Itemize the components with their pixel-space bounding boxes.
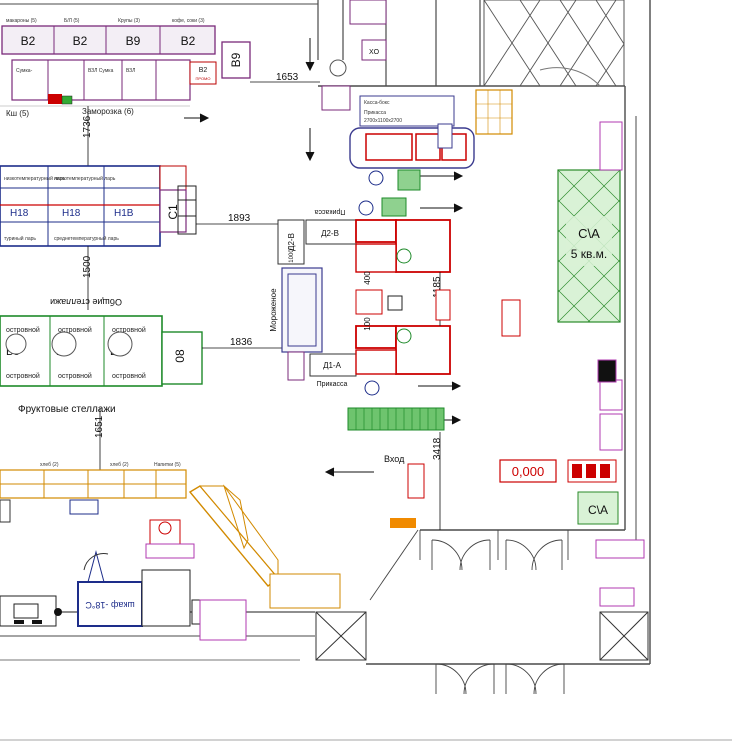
svg-text:хлеб (2): хлеб (2) [110, 462, 129, 468]
morozhenoe-label: Мороженое [269, 288, 278, 332]
cna-small: C\A [577, 491, 619, 525]
cna-label: C\A [578, 226, 600, 241]
svg-text:Б/Л (5): Б/Л (5) [64, 18, 80, 24]
cell-b9-side: B9 [229, 52, 243, 67]
dim-1500: 1500 [82, 246, 93, 310]
svg-text:островной: островной [112, 372, 146, 380]
cell-h18-1: H18 [10, 208, 29, 219]
staircase [483, 0, 625, 87]
cna-zone: C\A 5 кв.м. [557, 169, 621, 323]
svg-text:08: 08 [173, 349, 187, 363]
svg-text:1500: 1500 [82, 255, 93, 278]
dim-1651: 1651 [94, 408, 105, 470]
prikassa-top: Прикасса [314, 208, 345, 215]
checkout-d1a: Д1-А [323, 361, 342, 370]
top-shelf-row: B2 B2 B9 B2 B9 макароны (5) Б/Л (5) Крупы … [1, 18, 251, 79]
svg-text:кофе, соки (3): кофе, соки (3) [172, 18, 205, 24]
counter-display: 0,000 [499, 459, 617, 483]
svg-text:островной: островной [6, 326, 40, 334]
svg-text:среднетемпературный ларь: среднетемпературный ларь [54, 235, 119, 242]
svg-text:1893: 1893 [228, 213, 251, 224]
svg-text:1653: 1653 [276, 72, 299, 83]
svg-text:островной: островной [58, 326, 92, 334]
svg-text:Касса-бокс: Касса-бокс [364, 100, 390, 106]
svg-text:C1: C1 [166, 204, 180, 220]
ice-cream-zone: Д2-В 1000 Д2-В Прикасса Мороженое Д1-А П… [269, 208, 357, 388]
svg-text:ПРОМО: ПРОМО [195, 76, 210, 81]
cell-b2-1: B2 [21, 34, 36, 48]
dim-1836: 1836 [202, 337, 282, 349]
cell-b9: B9 [126, 34, 141, 48]
red-tag-3 [435, 289, 451, 321]
svg-text:Напитки (5): Напитки (5) [154, 462, 181, 468]
red-tag-1 [501, 299, 521, 337]
svg-text:2700x1100x2700: 2700x1100x2700 [364, 118, 402, 124]
svg-text:1000: 1000 [289, 249, 295, 263]
produce-islands: островной островной островной B8 B8 B8 о… [0, 315, 203, 387]
orange-sign [390, 518, 416, 528]
svg-text:островной: островной [6, 372, 40, 380]
cna-area: 5 кв.м. [571, 247, 608, 261]
svg-text:низкотемпературный ларь: низкотемпературный ларь [54, 175, 116, 182]
kasha-label: Кш (5) [6, 109, 29, 118]
xo-label: XO [369, 49, 380, 56]
svg-text:островной: островной [58, 372, 92, 380]
svg-text:ВЗЛ: ВЗЛ [126, 68, 135, 74]
prikassa-bottom: Прикасса [317, 381, 348, 388]
cell-b2-3: B2 [181, 34, 196, 48]
freezer-row-top: Сумка- ВЗЛ Сумка ВЗЛ B2 ПРОМО Кш (5) Замор… [0, 59, 217, 118]
cart-bays [347, 169, 445, 431]
freezer-island: H18 H18 H1B низкотемпературный ларьнизко… [0, 165, 187, 247]
red-tag-2 [407, 463, 425, 499]
svg-text:1651: 1651 [94, 415, 105, 438]
c1-rack: C1 [159, 185, 197, 235]
svg-text:400: 400 [363, 271, 372, 285]
svg-text:100: 100 [363, 317, 372, 331]
svg-text:3418: 3418 [432, 437, 443, 460]
counter-value: 0,000 [512, 464, 545, 479]
cell-h1b: H1B [114, 208, 134, 219]
bottom-shelving: хлеб (2) хлеб (2) Напитки (5) шкаф -18°С [0, 462, 341, 641]
svg-text:Прикасса: Прикасса [364, 110, 386, 116]
svg-text:островной: островной [112, 326, 146, 334]
right-side-fixtures [595, 121, 645, 607]
flow-arrows [184, 38, 464, 477]
svg-text:ВЗЛ Сумка: ВЗЛ Сумка [88, 68, 114, 74]
dim-3418: 3418 [432, 432, 443, 530]
freezer-shelf-label: шкаф -18°С [85, 600, 135, 610]
checkout-d2b: Д2-В [321, 229, 339, 238]
svg-text:хлеб (2): хлеб (2) [40, 462, 59, 468]
top-small-fixtures [349, 0, 453, 149]
dim-1893: 1893 [196, 213, 280, 225]
svg-text:макароны (5): макароны (5) [6, 18, 37, 24]
dim-1185: 1185 [432, 276, 443, 298]
dim-1736: 1736 [82, 106, 93, 168]
cell-h18-2: H18 [62, 208, 81, 219]
red-marker [48, 94, 62, 104]
svg-text:C\A: C\A [588, 503, 608, 517]
checkout-lanes: 100 400 1185 [355, 219, 451, 375]
svg-text:Сумка-: Сумка- [16, 68, 33, 74]
entrance-label: Вход [384, 454, 405, 464]
cell-b2-promo: B2 [199, 67, 208, 74]
cell-b2-2: B2 [73, 34, 88, 48]
svg-text:туриный ларь: туриный ларь [4, 235, 36, 242]
entrance-doors [369, 529, 569, 695]
svg-text:Д2-В: Д2-В [287, 233, 296, 251]
zamorozka-label: Заморозка (6) [82, 107, 134, 116]
general-shelves-label: Общие стеллажи [50, 297, 122, 307]
svg-text:1736: 1736 [82, 115, 93, 138]
svg-text:1836: 1836 [230, 337, 253, 348]
dim-1653: 1653 [250, 72, 320, 83]
svg-text:Крупы (3): Крупы (3) [118, 18, 140, 24]
vestibule-columns [315, 611, 649, 661]
fruit-shelves-label: Фруктовые стеллажи [18, 404, 116, 415]
svg-text:низкотемпературный ларь: низкотемпературный ларь [4, 175, 66, 182]
